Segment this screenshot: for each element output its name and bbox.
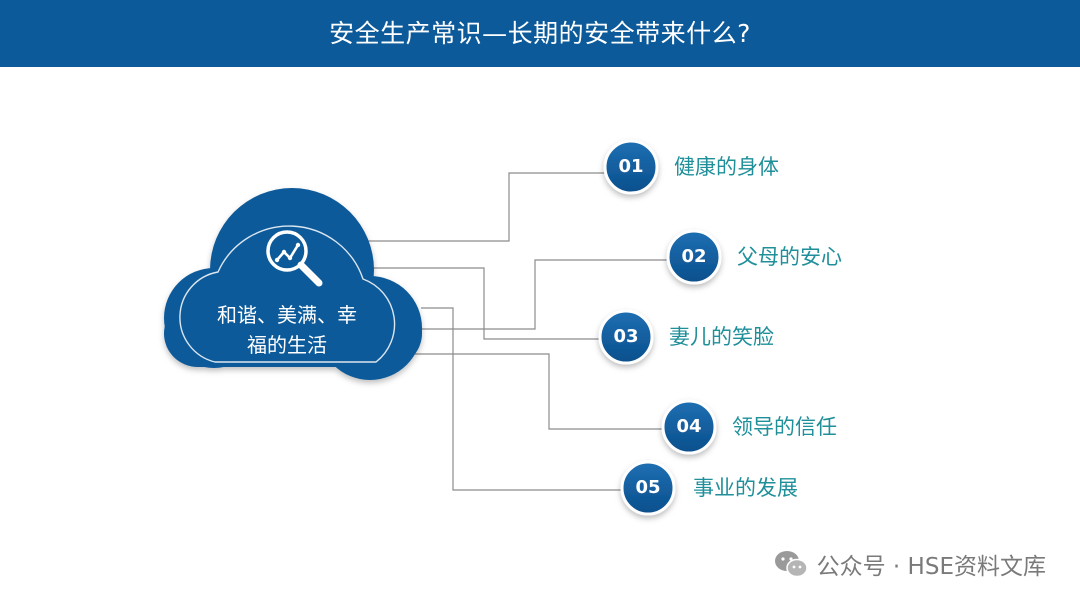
header-bar (0, 0, 1080, 67)
connector-05 (421, 307, 624, 491)
node-circle-03 (598, 309, 654, 365)
node-number-03: 03 (613, 326, 639, 347)
node-label-02: 父母的安心 (737, 245, 842, 269)
watermark-text: 公众号 · HSE资料文库 (816, 554, 1046, 580)
node-number-04: 04 (676, 416, 702, 437)
node-label-01: 健康的身体 (674, 155, 779, 179)
center-label: 和谐、美满、幸 福的生活 (192, 300, 382, 360)
magnifier-chart-icon (266, 230, 323, 287)
node-circle-01 (603, 139, 659, 195)
node-number-02: 02 (681, 246, 707, 267)
connector-01 (362, 172, 608, 242)
node-circle-02 (666, 229, 722, 285)
connector-03 (372, 267, 603, 340)
node-label-05: 事业的发展 (693, 476, 798, 500)
node-number-05: 05 (635, 477, 661, 498)
node-label-03: 妻儿的笑脸 (669, 325, 774, 349)
cloud-shape (164, 188, 422, 380)
node-number-01: 01 (618, 156, 644, 177)
connector-04 (412, 353, 664, 430)
center-label-line2: 福的生活 (247, 333, 327, 357)
watermark: 公众号 · HSE资料文库 (773, 546, 1046, 582)
node-circle-05 (620, 460, 676, 516)
page-title: 安全生产常识—长期的安全带来什么? (329, 19, 751, 48)
node-circle-04 (661, 399, 717, 455)
node-label-04: 领导的信任 (732, 415, 837, 439)
center-label-line1: 和谐、美满、幸 (217, 303, 357, 327)
wechat-icon (774, 551, 808, 578)
connector-02 (412, 259, 671, 330)
